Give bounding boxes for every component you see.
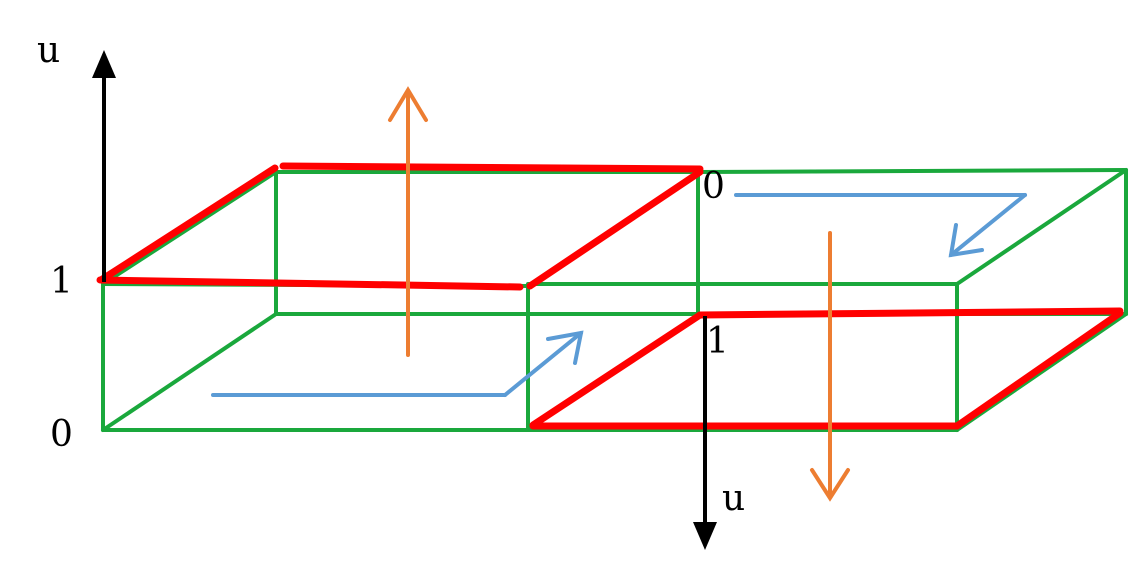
right-one-label: 1: [706, 321, 729, 362]
right-axis-label: u: [722, 478, 745, 519]
left-axis-label: u: [37, 30, 60, 71]
blue-flow-arrow-lower: [211, 330, 584, 397]
right-u-axis-arrow: [693, 316, 717, 550]
left-zero-label: 0: [50, 414, 73, 455]
left-u-axis-arrow: [92, 50, 116, 282]
left-one-label: 1: [50, 261, 73, 302]
green-wireframe: [101, 168, 1128, 432]
orange-up-arrow: [388, 86, 428, 357]
right-zero-label: 0: [702, 166, 725, 207]
blue-flow-arrow-upper: [734, 193, 1027, 258]
red-highlight-edges: [96, 162, 1124, 430]
orange-down-arrow: [810, 231, 850, 502]
